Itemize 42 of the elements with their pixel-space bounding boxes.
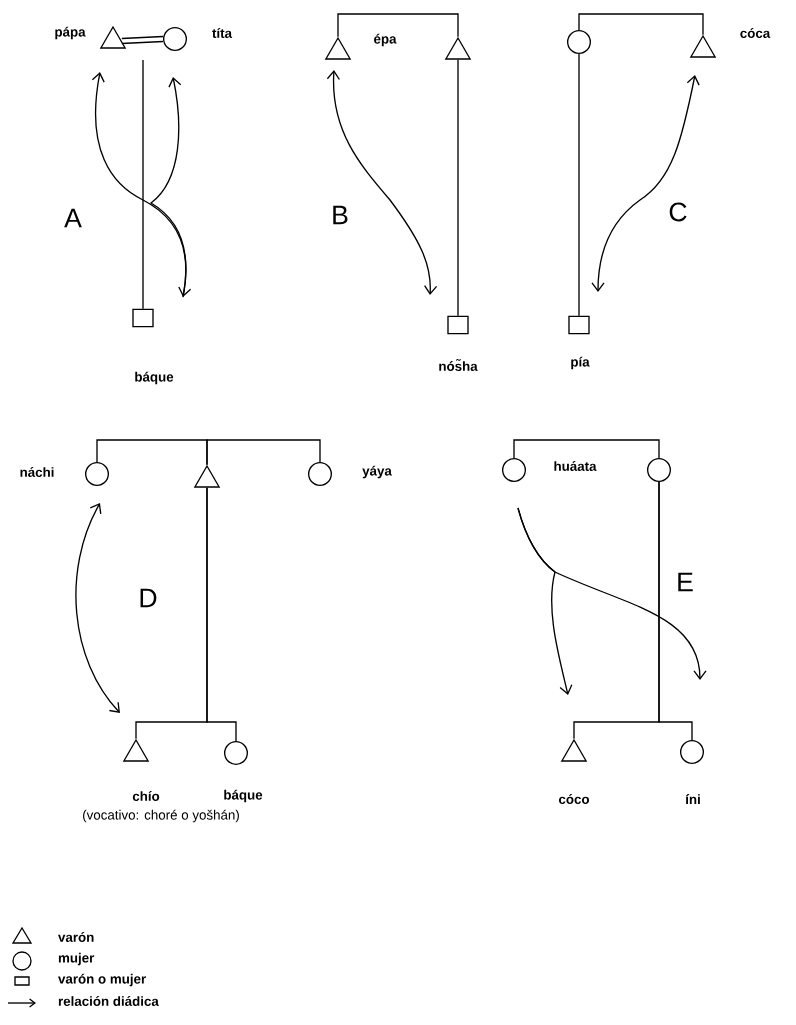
kin-term: pápa [55, 26, 86, 40]
descent-line [206, 487, 237, 742]
sibling-bracket [578, 13, 704, 36]
legend-text: relación diádica [58, 996, 159, 1006]
kin-term: náchi [20, 467, 54, 477]
kin-term: báque [135, 371, 174, 385]
panel-letter: B [333, 205, 348, 225]
kin-term: pía [571, 356, 590, 370]
kin-term: huáata [554, 461, 597, 471]
descent-line [457, 59, 459, 317]
kin-term: báque [224, 789, 263, 803]
legend-text: varón o mujer [58, 973, 146, 987]
circle-symbol [567, 30, 591, 54]
panel-letter: C [669, 202, 687, 222]
panel-letter: A [64, 208, 82, 228]
kin-term: títa [212, 28, 233, 38]
kin-term: cóco [558, 794, 590, 804]
relation-arrow [150, 77, 187, 298]
descent-line [658, 481, 693, 741]
kin-term: cóca [740, 28, 771, 38]
legend-text: mujer [58, 952, 95, 966]
relation-arrow [517, 507, 707, 680]
kin-term: nós̃ha [439, 359, 478, 371]
kin-term: chío [132, 791, 160, 801]
kin-term: épa [374, 33, 397, 47]
note-text: (vocativo: choré o yošhán) [83, 809, 239, 823]
descent-line [142, 59, 144, 310]
legend-text: varón [58, 932, 94, 942]
descent-line [578, 53, 580, 317]
sibling-bracket [206, 439, 321, 466]
kin-term: yáya [362, 465, 392, 479]
relation-arrow [591, 75, 700, 292]
kin-term: íni [685, 794, 700, 804]
relation-arrow [91, 72, 192, 297]
relation-arrow [75, 503, 120, 713]
sibling-bracket [337, 13, 459, 38]
panel-letter: E [678, 572, 693, 592]
sibling-bracket [513, 439, 660, 459]
relation-arrow [326, 70, 438, 295]
circle-symbol [647, 458, 671, 482]
marriage-sign [121, 35, 164, 45]
panel-letter: D [140, 588, 157, 608]
